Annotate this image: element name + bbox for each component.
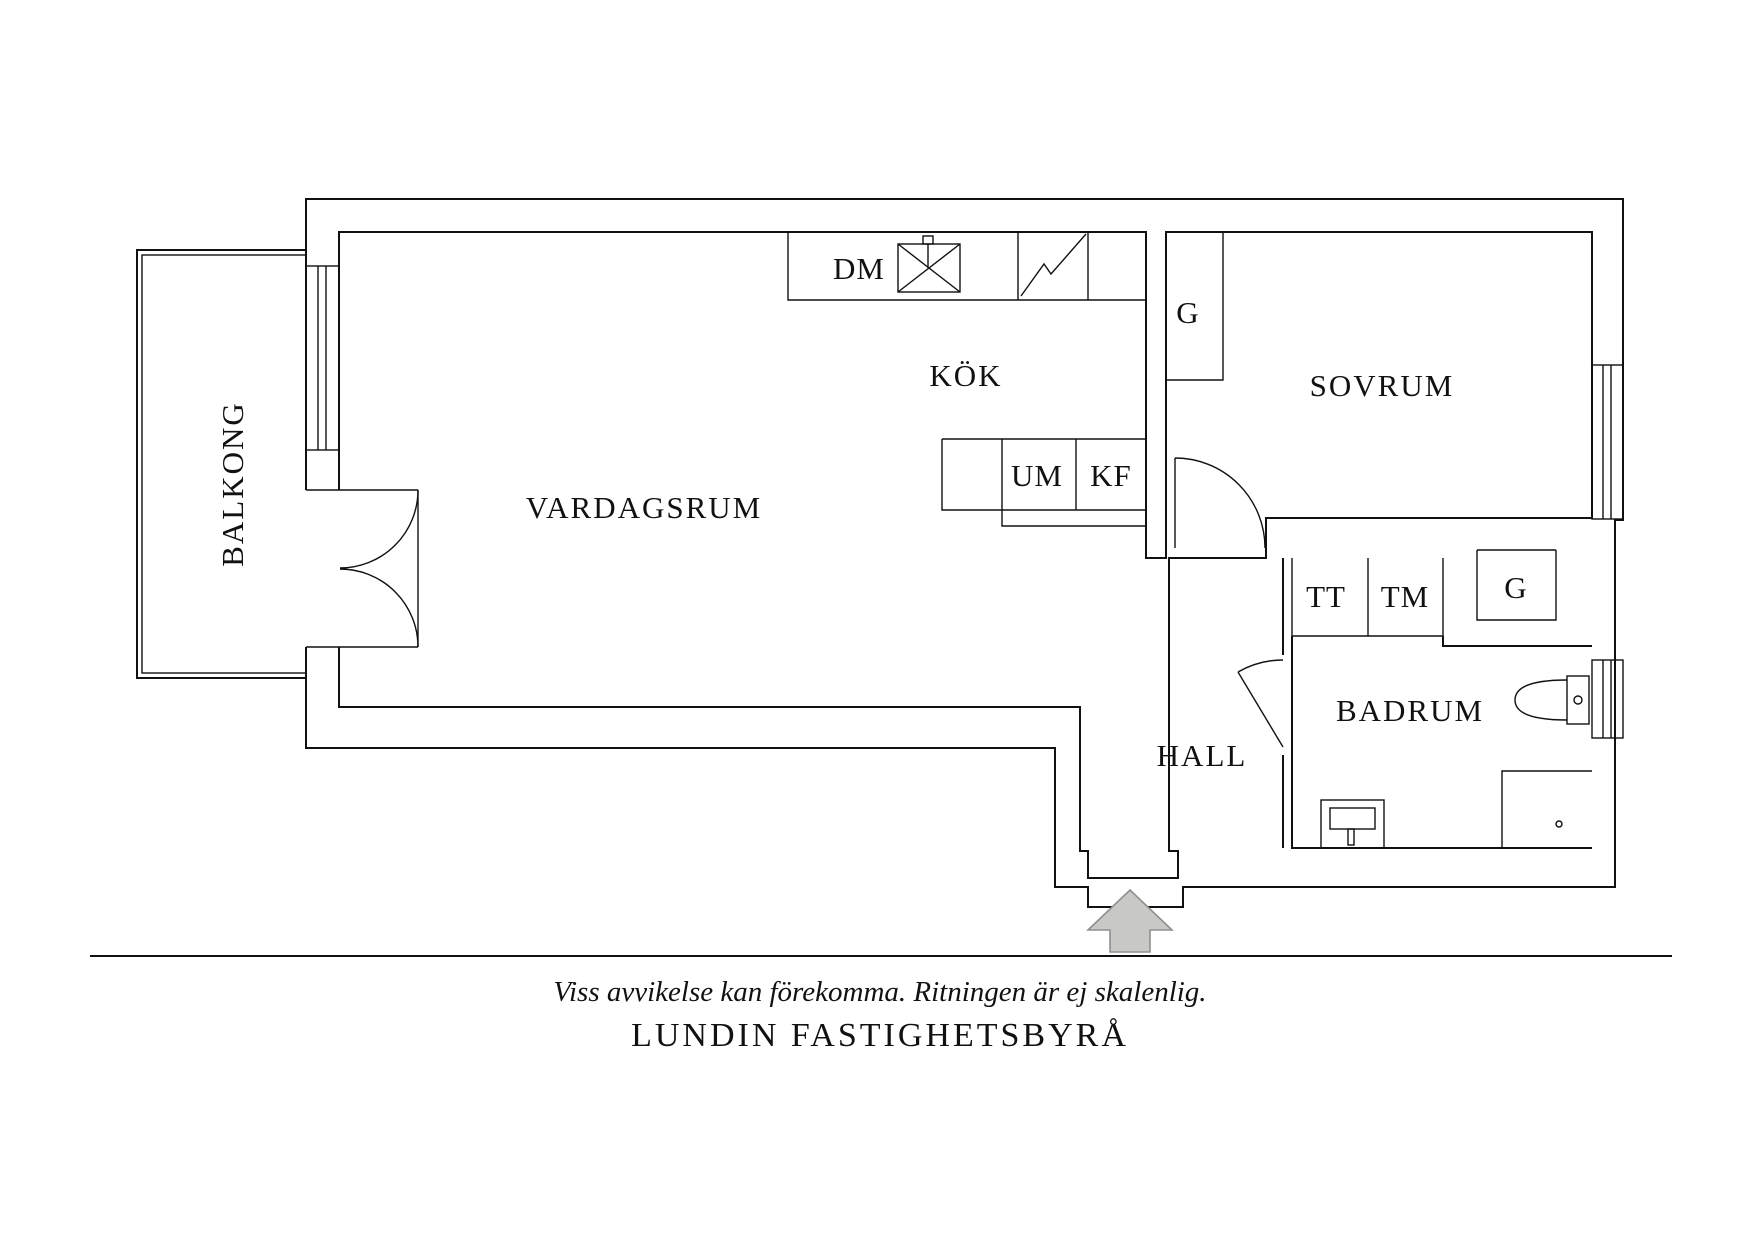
room-label-vardagsrum: VARDAGSRUM [526,490,763,525]
sink-icon [897,235,961,293]
room-label-kok: KÖK [929,358,1002,393]
fixture-label-g-hall: G [1504,570,1527,605]
toilet-icon [1514,675,1590,725]
room-label-balkong: BALKONG [215,401,250,567]
fixture-label-kf: KF [1090,458,1132,493]
balcony [136,249,307,679]
shower-area [1501,770,1592,848]
fixture-label-dm: DM [833,251,885,286]
window-living-room [305,265,340,451]
disclaimer-text: Viss avvikelse kan förekomma. Ritningen … [553,976,1206,1008]
fixture-label-um: UM [1011,458,1063,493]
window-bathroom [1591,659,1624,739]
fixture-label-tt: TT [1306,579,1346,614]
fixture-label-tm: TM [1381,579,1430,614]
balcony-inner-outline [141,254,307,674]
window-bedroom [1591,364,1624,520]
inner-wall-outline [338,231,1593,879]
fixture-label-g-bedroom: G [1176,295,1199,330]
outer-wall-outline [305,198,1624,908]
bathroom-walls [1282,558,1592,849]
bedroom-door [1174,457,1266,549]
bathroom-door [1237,659,1284,748]
entrance-arrow-icon [1086,888,1174,953]
outer-walls [305,198,1624,908]
stove-icon [1020,233,1087,297]
washbasin-icon [1320,799,1385,849]
room-label-hall: HALL [1157,738,1248,773]
kitchen-counter-top [787,232,1146,301]
balcony-door [305,489,419,648]
windows [305,265,1624,739]
fridge-icon [941,438,1146,527]
room-label-sovrum: SOVRUM [1310,368,1455,403]
brand-text: LUNDIN FASTIGHETSBYRÅ [631,1017,1129,1054]
bedroom-closet [1166,232,1224,381]
room-label-badrum: BADRUM [1336,693,1484,728]
